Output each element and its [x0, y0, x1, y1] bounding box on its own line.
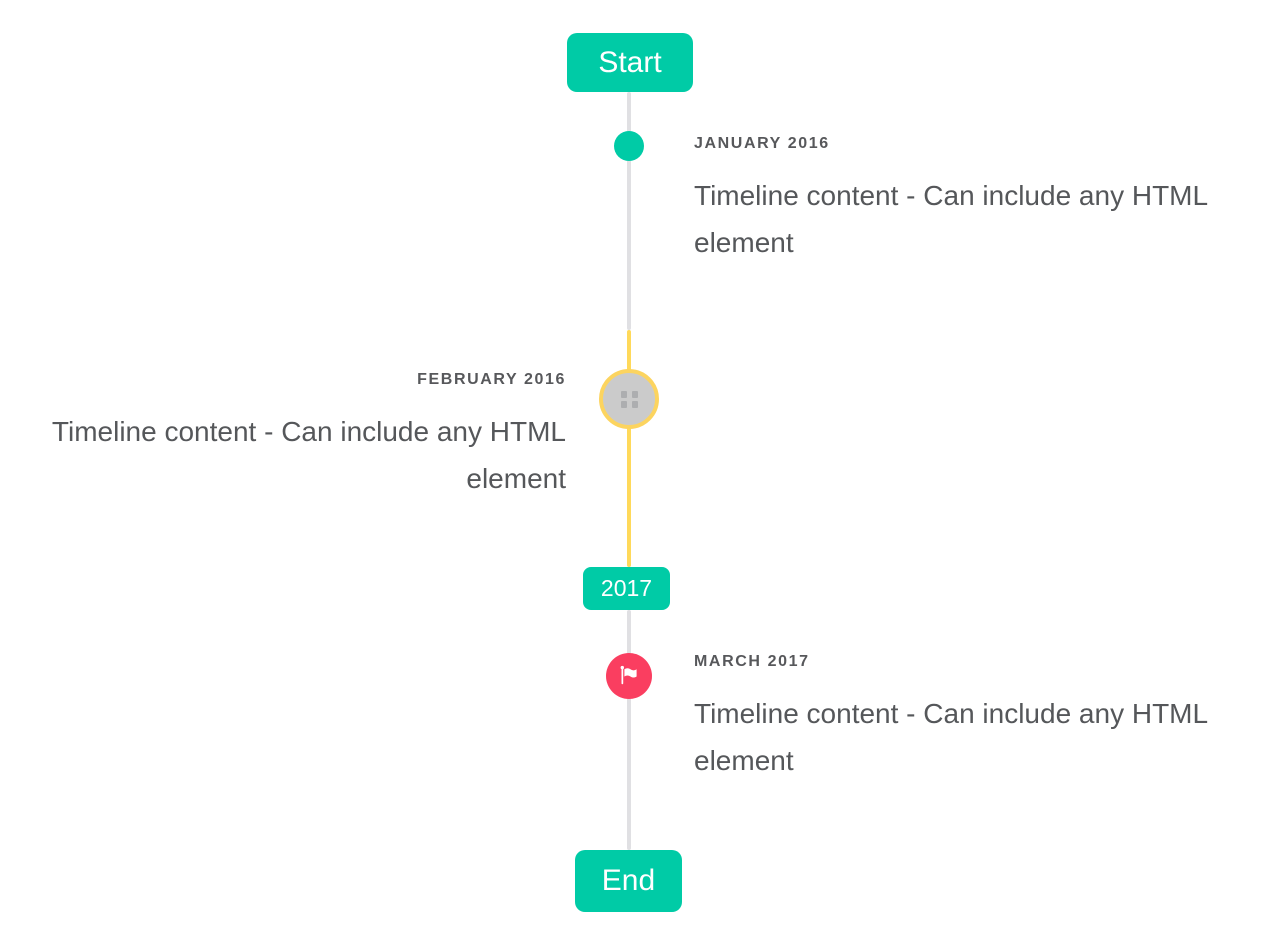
start-badge: Start: [567, 33, 693, 92]
year-badge-2017: 2017: [583, 567, 670, 610]
item-title-march: MARCH 2017: [694, 653, 810, 670]
timeline-item-february: FEBRUARY 2016 Timeline content - Can inc…: [42, 370, 566, 502]
timeline-line-segment-active-yellow: [627, 330, 631, 567]
timeline-item-march: MARCH 2017 Timeline content - Can includ…: [694, 652, 1218, 784]
item-title-february: FEBRUARY 2016: [417, 371, 566, 388]
grip-dots-icon: [620, 390, 638, 408]
item-content-january: Timeline content - Can include any HTML …: [694, 180, 1208, 258]
item-title-january: JANUARY 2016: [694, 135, 830, 152]
timeline-marker-dot-january: [614, 131, 644, 161]
item-content-march: Timeline content - Can include any HTML …: [694, 698, 1208, 776]
timeline-line-segment-top: [627, 92, 631, 330]
end-badge: End: [575, 850, 682, 912]
timeline-item-january: JANUARY 2016 Timeline content - Can incl…: [694, 134, 1218, 266]
timeline-drag-handle-february[interactable]: [599, 369, 659, 429]
timeline-line-segment-bottom: [627, 610, 631, 850]
flag-icon: [620, 665, 637, 685]
item-content-february: Timeline content - Can include any HTML …: [51, 416, 566, 494]
timeline-marker-flag-march: [606, 653, 652, 699]
